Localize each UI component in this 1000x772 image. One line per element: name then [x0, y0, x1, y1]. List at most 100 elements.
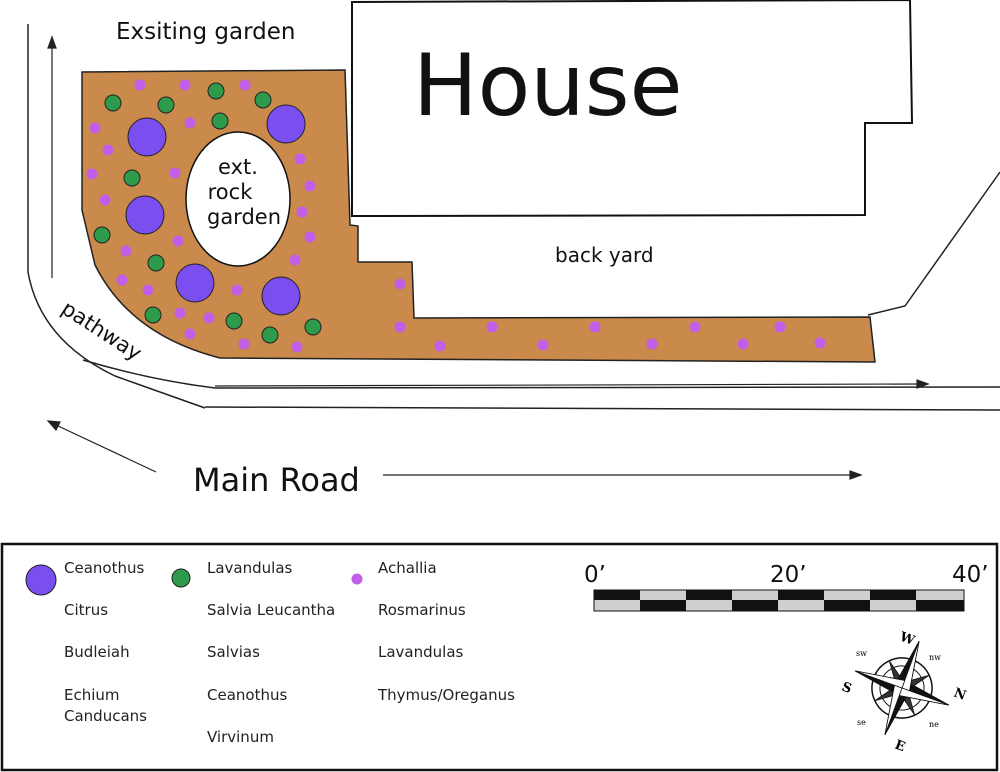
- compass-label: nw: [929, 653, 941, 662]
- small-plant: [116, 274, 128, 286]
- legend-small-plant-swatch: [351, 573, 363, 585]
- small-plant: [434, 340, 446, 352]
- medium-plant: [93, 226, 111, 244]
- small-plant: [296, 206, 308, 218]
- small-plant: [99, 194, 111, 206]
- legend-large-plant-swatch: [25, 564, 57, 596]
- compass-label: W: [897, 629, 917, 649]
- compass-label: E: [893, 738, 908, 756]
- legend-item: Lavandulas: [378, 643, 464, 661]
- medium-plant: [144, 306, 162, 324]
- small-plant: [304, 180, 316, 192]
- small-plant: [394, 278, 406, 290]
- small-plant: [169, 167, 181, 179]
- small-plant: [184, 117, 196, 129]
- rock-garden-label-line-1: ext.: [218, 155, 258, 179]
- small-plant: [134, 79, 146, 91]
- scale-bar: [593, 589, 965, 612]
- large-plant: [127, 117, 167, 157]
- small-plant: [179, 79, 191, 91]
- large-plant: [261, 276, 301, 316]
- small-plant: [537, 339, 549, 351]
- small-plant: [774, 321, 786, 333]
- compass-rose-icon: [854, 640, 950, 736]
- scale-tick-label: 40’: [952, 562, 989, 588]
- large-plant: [125, 195, 165, 235]
- compass-label: se: [857, 718, 866, 727]
- compass-label: ne: [929, 720, 939, 729]
- small-plant: [142, 284, 154, 296]
- small-plant: [172, 235, 184, 247]
- legend-item: Ceanothus: [64, 559, 144, 577]
- small-plant: [589, 321, 601, 333]
- legend-item: Achallia: [378, 559, 437, 577]
- small-plant: [289, 254, 301, 266]
- large-plant: [266, 104, 306, 144]
- arrow-head-icon: [916, 379, 930, 389]
- legend-item: Echium: [64, 686, 120, 704]
- medium-plant: [225, 312, 243, 330]
- backyard-arrow: [214, 383, 921, 387]
- rock-garden-label-line-2: rock: [208, 180, 254, 204]
- medium-plant: [104, 94, 122, 112]
- legend-medium-plant-swatch: [171, 568, 191, 588]
- small-plant: [486, 321, 498, 333]
- large-plants: [125, 104, 306, 316]
- arrow-head-icon: [47, 35, 57, 49]
- arrow-head-icon: [46, 420, 61, 432]
- medium-plants: [93, 82, 322, 344]
- small-plant: [238, 338, 250, 350]
- small-plant: [120, 245, 132, 257]
- medium-plant: [254, 91, 272, 109]
- small-plant: [646, 338, 658, 350]
- pathway-outer-edge: [27, 24, 206, 409]
- medium-plant: [304, 318, 322, 336]
- legend-item: Canducans: [64, 707, 147, 725]
- back-yard-label: back yard: [555, 243, 654, 267]
- medium-plant: [147, 254, 165, 272]
- small-plant: [814, 337, 826, 349]
- legend-item: Thymus/Oreganus: [377, 686, 515, 704]
- small-plant: [294, 153, 306, 165]
- small-plant: [174, 307, 186, 319]
- small-plant: [737, 338, 749, 350]
- small-plant: [89, 122, 101, 134]
- legend-item: Virvinum: [207, 728, 274, 746]
- small-plant: [291, 341, 303, 353]
- scale-tick-label: 20’: [770, 562, 807, 588]
- small-plant: [689, 321, 701, 333]
- medium-plant: [123, 169, 141, 187]
- compass-label: sw: [856, 649, 867, 658]
- pathway-inner-edge: [82, 359, 1000, 389]
- scale-tick-label: 0’: [584, 562, 606, 588]
- backyard-edge-line: [867, 171, 1000, 316]
- rock-garden-outline: [185, 131, 291, 267]
- main-road-left-arrow: [55, 424, 157, 473]
- medium-plant: [261, 326, 279, 344]
- medium-plant: [207, 82, 225, 100]
- medium-plant: [211, 112, 229, 130]
- small-plants: [86, 79, 826, 353]
- legend-box: [0, 542, 999, 772]
- legend-item: Budleiah: [64, 643, 130, 661]
- legend-item: Rosmarinus: [378, 601, 466, 619]
- small-plant: [102, 144, 114, 156]
- medium-plant: [157, 96, 175, 114]
- large-plant: [175, 263, 215, 303]
- legend-item: Ceanothus: [207, 686, 287, 704]
- house-label: House: [413, 36, 683, 136]
- rock-garden-label-line-3: garden: [207, 205, 281, 229]
- existing-garden-label: Exsiting garden: [116, 19, 296, 45]
- small-plant: [394, 321, 406, 333]
- legend-item: Citrus: [64, 601, 108, 619]
- legend-item: Salvia Leucantha: [207, 601, 335, 619]
- arrow-head-icon: [849, 470, 863, 480]
- small-plant: [304, 231, 316, 243]
- small-plant: [231, 284, 243, 296]
- small-plant: [239, 79, 251, 91]
- road-edge-line: [204, 406, 1000, 411]
- small-plant: [203, 312, 215, 324]
- main-road-label: Main Road: [193, 461, 360, 499]
- legend-item: Salvias: [207, 643, 260, 661]
